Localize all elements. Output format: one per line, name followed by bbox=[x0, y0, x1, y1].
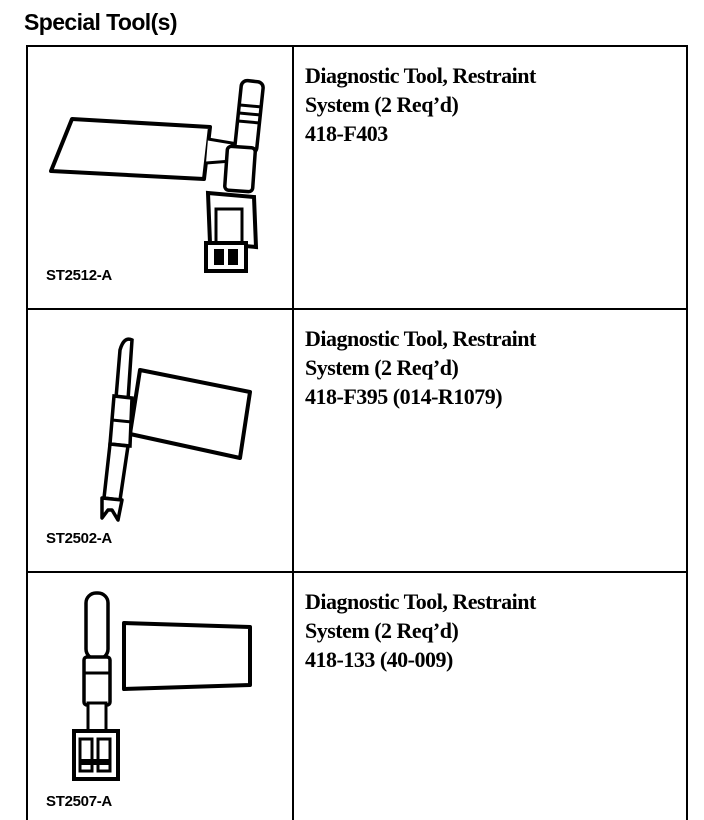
tool-illustration-cell: ST2502-A bbox=[26, 308, 294, 573]
tool-name-line1: Diagnostic Tool, Restraint bbox=[305, 589, 536, 614]
tool-name-line1: Diagnostic Tool, Restraint bbox=[305, 63, 536, 88]
tool-part-number: 418-F403 bbox=[305, 121, 388, 146]
tool-name-line1: Diagnostic Tool, Restraint bbox=[305, 326, 536, 351]
tool-row: ST2502-A Diagnostic Tool, Restraint Syst… bbox=[26, 308, 688, 573]
tool-row: ST2507-A Diagnostic Tool, Restraint Syst… bbox=[26, 571, 688, 820]
special-tools-heading: Special Tool(s) bbox=[24, 9, 177, 35]
tool-description-cell: Diagnostic Tool, Restraint System (2 Req… bbox=[292, 308, 688, 573]
tool-illustration-cell: ST2507-A bbox=[26, 571, 294, 820]
tool-name-line2: System (2 Req’d) bbox=[305, 618, 459, 643]
tool-code: ST2507-A bbox=[46, 793, 112, 810]
tool-code: ST2502-A bbox=[46, 530, 112, 547]
tool-part-number: 418-F395 (014-R1079) bbox=[305, 384, 503, 409]
tool-name-line2: System (2 Req’d) bbox=[305, 355, 459, 380]
tool-st2502-illustration bbox=[100, 337, 252, 522]
tool-description-cell: Diagnostic Tool, Restraint System (2 Req… bbox=[292, 571, 688, 820]
tool-name-line2: System (2 Req’d) bbox=[305, 92, 459, 117]
tool-row: ST2512-A Diagnostic Tool, Restraint Syst… bbox=[26, 45, 688, 310]
special-tools-table: ST2512-A Diagnostic Tool, Restraint Syst… bbox=[26, 45, 688, 820]
tool-code: ST2512-A bbox=[46, 267, 112, 284]
tool-st2507-illustration bbox=[72, 591, 252, 781]
tool-illustration-cell: ST2512-A bbox=[26, 45, 294, 310]
tool-description-cell: Diagnostic Tool, Restraint System (2 Req… bbox=[292, 45, 688, 310]
tool-st2512-illustration bbox=[49, 78, 265, 273]
tool-part-number: 418-133 (40-009) bbox=[305, 647, 453, 672]
